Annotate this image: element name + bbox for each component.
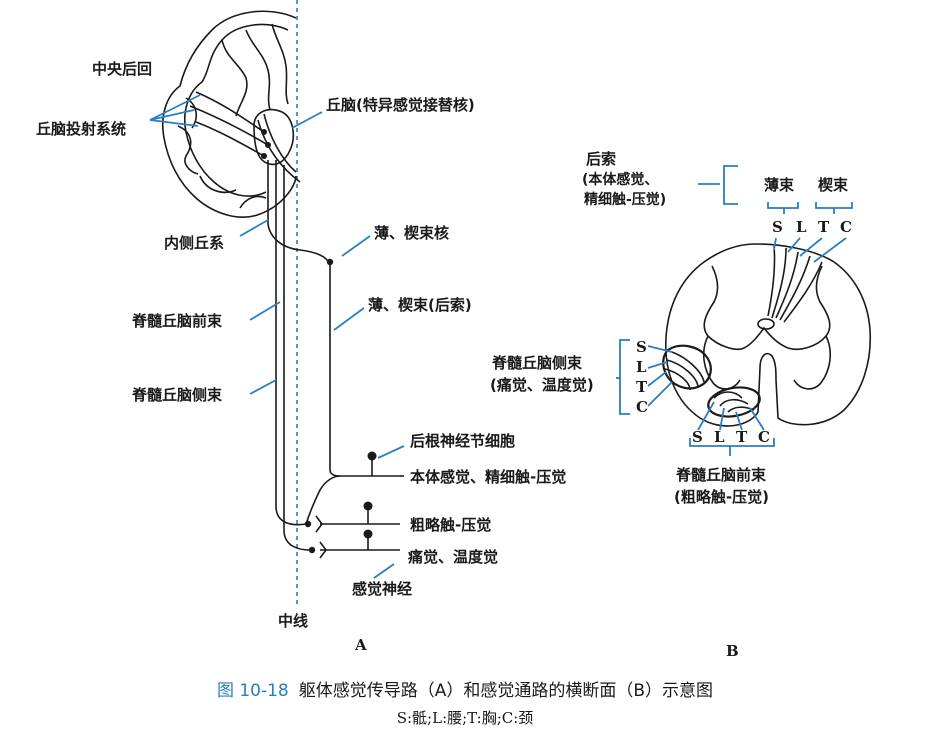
thalamic-projection-fibers (189, 91, 269, 157)
lateral-seg-c: C (636, 398, 648, 416)
panel-b-letter: B (726, 642, 739, 660)
panel-a: 中央后回 丘脑投射系统 丘脑(特异感觉接替核) 内侧丘系 薄、楔束核 脊髓丘脑前… (36, 0, 566, 654)
figure-legend: S:骶;L:腰;T:胸;C:颈 (396, 709, 534, 727)
anterior-seg-t: T (736, 428, 748, 446)
posterior-column-fibers (767, 245, 823, 323)
label-medial-lemniscus: 内侧丘系 (164, 234, 224, 252)
panel-b-brackets (616, 165, 853, 456)
panel-a-pointers (149, 94, 405, 579)
thalamus-shape (253, 108, 301, 183)
label-lateral-spinothalamic: 脊髓丘脑侧束 (131, 386, 223, 404)
ascending-pathways (267, 160, 400, 559)
figure-caption-text: 躯体感觉传导路（A）和感觉通路的横断面（B）示意图 (298, 681, 714, 701)
label-central-gyrus: 中央后回 (92, 60, 152, 78)
panel-a-letter: A (354, 636, 367, 654)
dorsal-root-ganglion-cells (363, 451, 404, 550)
posterior-seg-t: T (818, 218, 830, 236)
label-dorsal-root-ganglion: 后根神经节细胞 (410, 432, 515, 450)
posterior-seg-c: C (840, 218, 852, 236)
label-posterior-column-func-1: (本体感觉、 (582, 171, 658, 188)
label-posterior-column-func-2: 精细触-压觉) (584, 191, 666, 208)
label-posterior-column: 后索 (586, 150, 616, 168)
label-gracile-cuneate-nuclei: 薄、楔束核 (374, 224, 449, 242)
label-pain-temperature: 痛觉、温度觉 (407, 548, 498, 566)
label-cuneate: 楔束 (818, 176, 849, 194)
anterior-seg-c: C (758, 428, 770, 446)
label-anterior-tract-1: 脊髓丘脑前束 (675, 466, 767, 484)
label-midline: 中线 (278, 612, 308, 630)
figure-caption: 图 10-18 躯体感觉传导路（A）和感觉通路的横断面（B）示意图 (0, 676, 930, 701)
anterior-seg-l: L (714, 428, 725, 446)
label-gracile-cuneate-tract: 薄、楔束(后索) (368, 296, 472, 314)
lateral-seg-s: S (636, 338, 647, 356)
figure-canvas: 中央后回 丘脑投射系统 丘脑(特异感觉接替核) 内侧丘系 薄、楔束核 脊髓丘脑前… (36, 0, 872, 660)
label-lateral-tract-2: (痛觉、温度觉) (490, 376, 594, 394)
spinal-cord-outline (665, 243, 872, 427)
label-crude-touch: 粗略触-压觉 (410, 516, 491, 534)
label-anterior-spinothalamic: 脊髓丘脑前束 (131, 312, 223, 330)
lateral-seg-l: L (636, 358, 647, 376)
figure-number: 图 10-18 (216, 681, 289, 701)
lateral-tract-ellipse (662, 344, 712, 391)
posterior-seg-l: L (796, 218, 807, 236)
central-canal (757, 318, 775, 330)
label-thalamic-projection: 丘脑投射系统 (36, 120, 126, 138)
label-lateral-tract-1: 脊髓丘脑侧束 (491, 354, 583, 372)
anterior-seg-s: S (692, 428, 703, 446)
grey-matter (703, 265, 831, 351)
posterior-seg-s: S (772, 218, 783, 236)
lateral-seg-t: T (636, 378, 648, 396)
panel-b: 后索 (本体感觉、 精细触-压觉) 薄束 楔束 S L T C S L T C … (490, 150, 872, 660)
label-gracile: 薄束 (764, 176, 795, 194)
label-proprioception-touch: 本体感觉、精细触-压觉 (410, 468, 566, 486)
label-anterior-tract-2: (粗略触-压觉) (674, 488, 769, 506)
label-sensory-nerve: 感觉神经 (352, 580, 412, 598)
label-thalamus: 丘脑(特异感觉接替核) (326, 96, 475, 114)
